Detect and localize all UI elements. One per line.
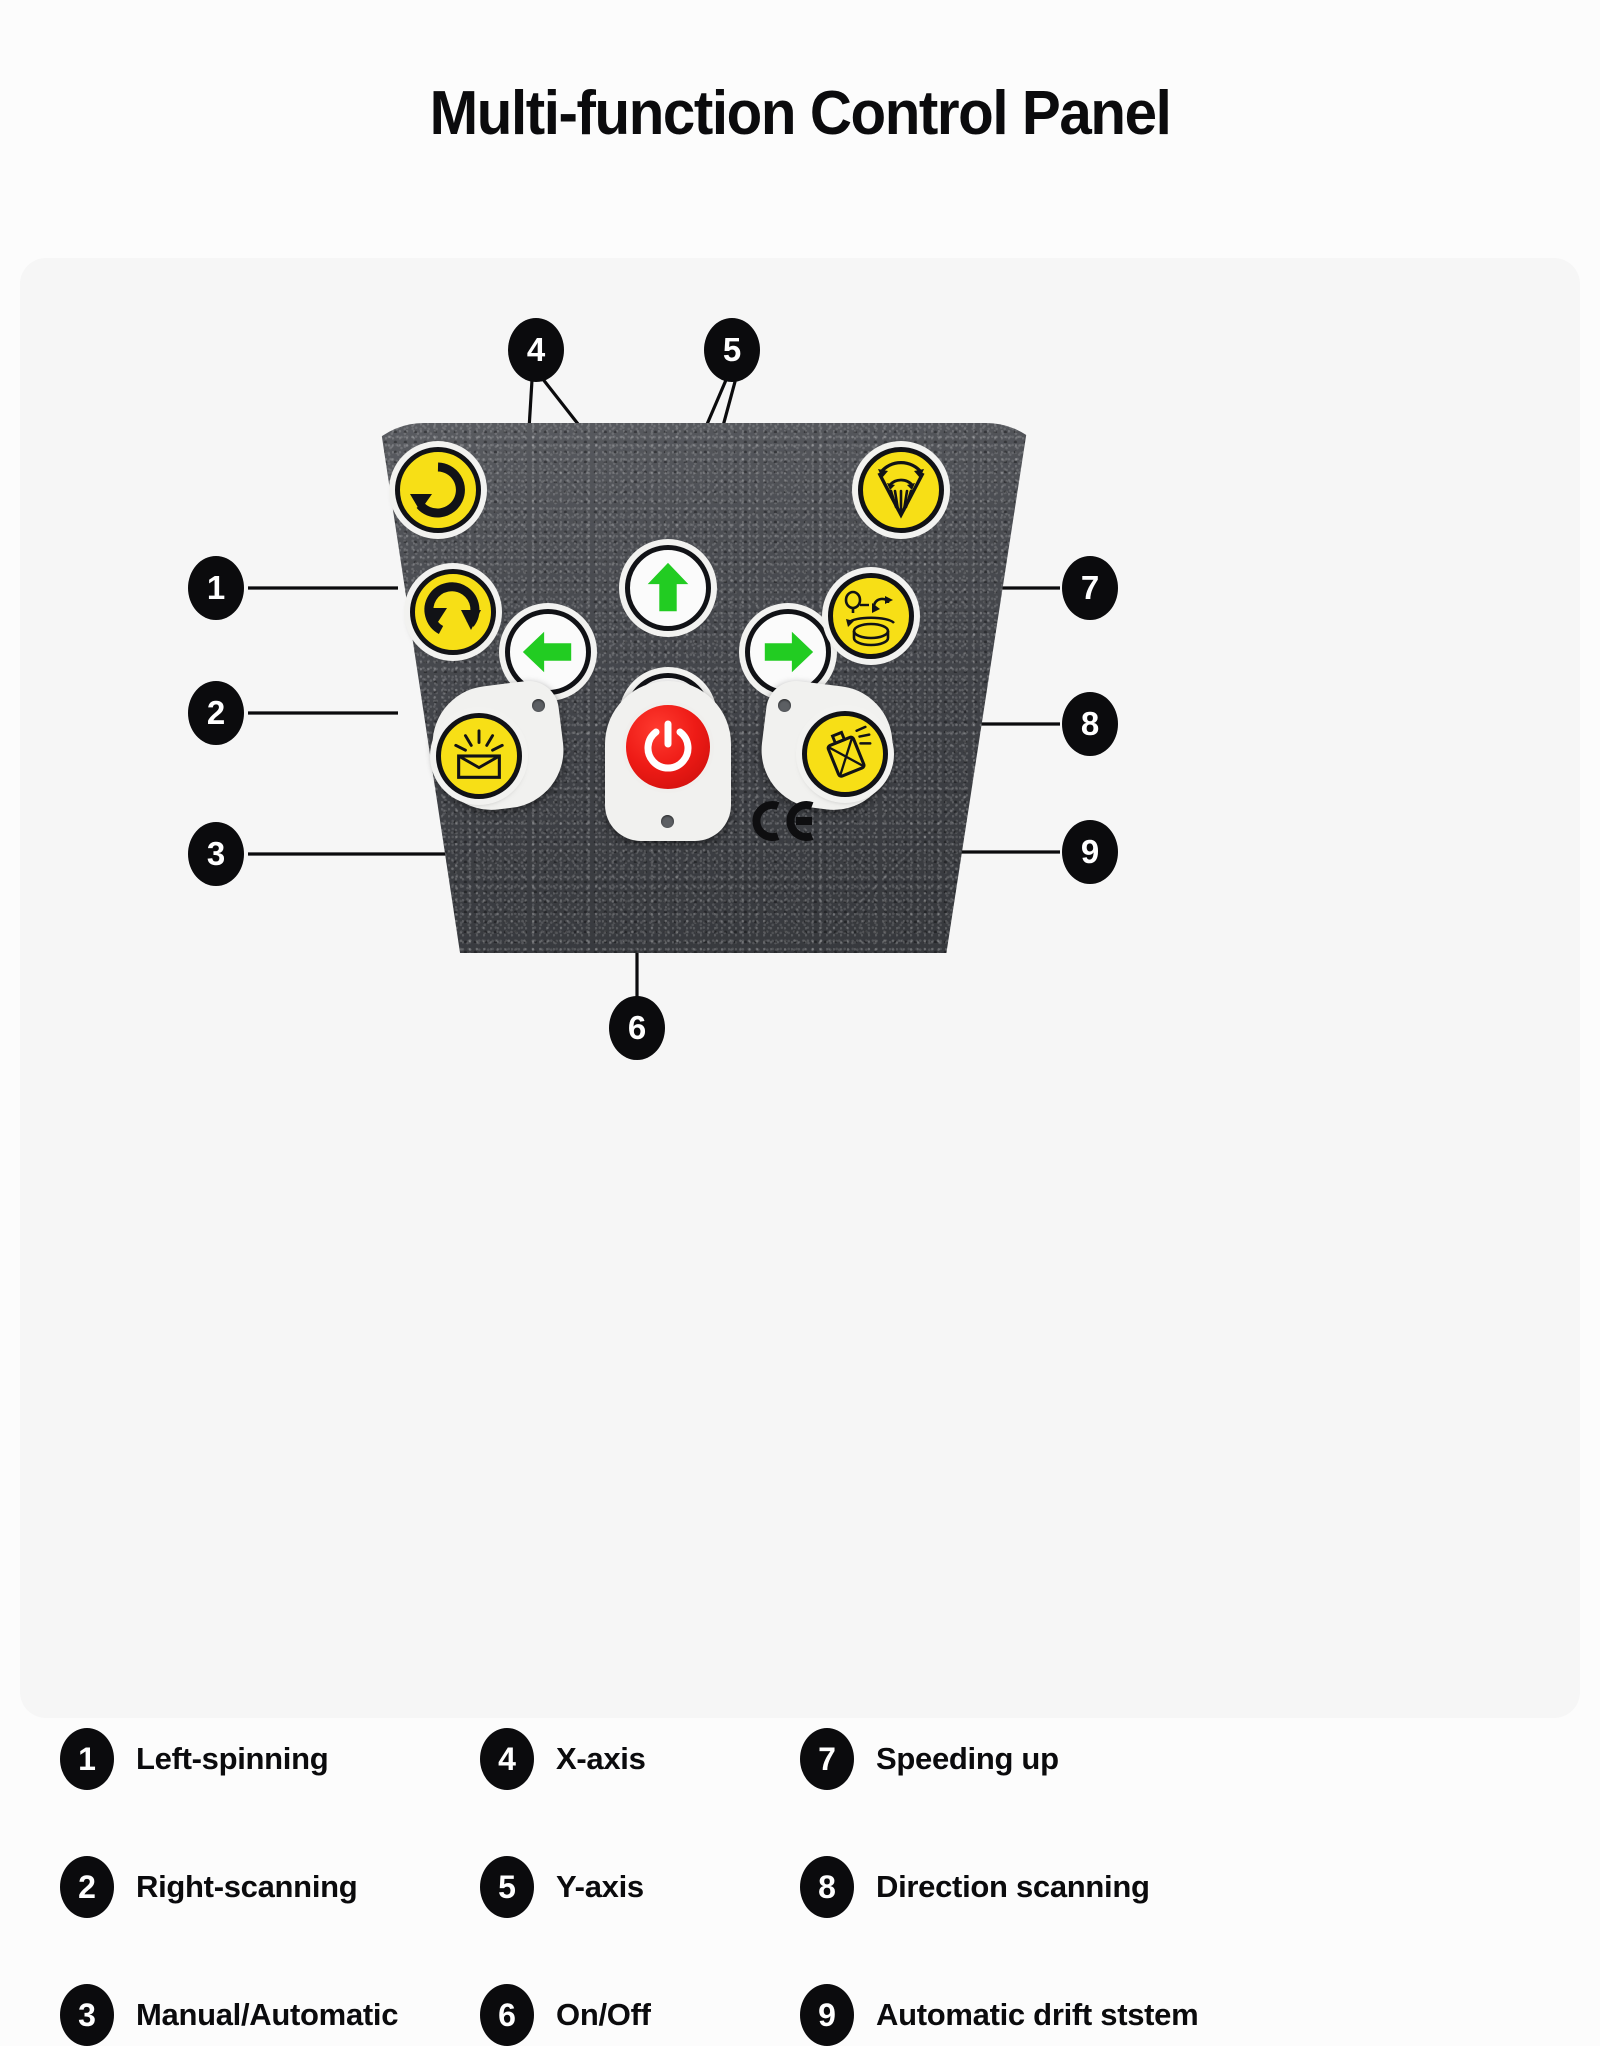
legend-item-9: 9 Automatic drift ststem bbox=[800, 1984, 1199, 2046]
legend-label-9: Automatic drift ststem bbox=[876, 1997, 1199, 2032]
callout-badge-6[interactable]: 6 bbox=[609, 996, 665, 1060]
legend-label-6: On/Off bbox=[556, 1997, 651, 2032]
callout-badge-9[interactable]: 9 bbox=[1062, 820, 1118, 884]
left-spinning-button[interactable] bbox=[395, 447, 481, 533]
x-axis-left-button[interactable] bbox=[505, 609, 591, 695]
legend-badge-1: 1 bbox=[60, 1728, 114, 1790]
manual-automatic-button[interactable] bbox=[436, 713, 522, 799]
direction-scanning-icon bbox=[844, 590, 895, 647]
legend-badge-4: 4 bbox=[480, 1728, 534, 1790]
legend-item-3: 3 Manual/Automatic bbox=[60, 1984, 398, 2046]
legend-label-1: Left-spinning bbox=[136, 1741, 329, 1776]
right-scanning-button[interactable] bbox=[410, 569, 496, 655]
legend-label-7: Speeding up bbox=[876, 1741, 1059, 1776]
callout-badge-3[interactable]: 3 bbox=[188, 822, 244, 886]
legend-label-3: Manual/Automatic bbox=[136, 1997, 399, 2032]
legend-label-4: X-axis bbox=[556, 1741, 646, 1776]
legend-item-4: 4 X-axis bbox=[480, 1728, 646, 1790]
legend-item-2: 2 Right-scanning bbox=[60, 1856, 358, 1918]
arrow-right-icon bbox=[764, 631, 814, 673]
power-led bbox=[661, 815, 674, 828]
speeding-up-button[interactable] bbox=[858, 447, 944, 533]
legend-badge-2: 2 bbox=[60, 1856, 114, 1918]
power-button[interactable] bbox=[622, 701, 714, 793]
legend-badge-7: 7 bbox=[800, 1728, 854, 1790]
callout-badge-4[interactable]: 4 bbox=[508, 318, 564, 382]
legend-label-8: Direction scanning bbox=[876, 1869, 1150, 1904]
legend-item-8: 8 Direction scanning bbox=[800, 1856, 1150, 1918]
rotate-clockwise-icon bbox=[424, 582, 481, 634]
callout-badge-7[interactable]: 7 bbox=[1062, 556, 1118, 620]
direction-scanning-button[interactable] bbox=[828, 573, 914, 659]
legend-item-1: 1 Left-spinning bbox=[60, 1728, 329, 1790]
spray-fan-speed-icon bbox=[877, 461, 925, 519]
arrow-up-icon bbox=[647, 562, 689, 612]
legend-badge-3: 3 bbox=[60, 1984, 114, 2046]
legend-badge-5: 5 bbox=[480, 1856, 534, 1918]
callout-badge-5[interactable]: 5 bbox=[704, 318, 760, 382]
automatic-drift-button[interactable] bbox=[802, 711, 888, 797]
legend-item-5: 5 Y-axis bbox=[480, 1856, 644, 1918]
legend-item-6: 6 On/Off bbox=[480, 1984, 651, 2046]
legend-item-7: 7 Speeding up bbox=[800, 1728, 1059, 1790]
legend-label-5: Y-axis bbox=[556, 1869, 644, 1904]
page-title: Multi-function Control Panel bbox=[429, 79, 1172, 148]
callout-badge-2[interactable]: 2 bbox=[188, 681, 244, 745]
arrow-left-icon bbox=[522, 631, 572, 673]
power-icon bbox=[644, 720, 692, 772]
drift-sprayer-icon bbox=[826, 725, 872, 778]
callout-badge-8[interactable]: 8 bbox=[1062, 692, 1118, 756]
callout-badge-1[interactable]: 1 bbox=[188, 556, 244, 620]
legend-badge-9: 9 bbox=[800, 1984, 854, 2046]
panel-diagram-card: 1 2 3 4 5 6 7 8 9 1 Left-spinning 2 Righ… bbox=[20, 258, 1580, 2046]
rotate-counter-clockwise-icon bbox=[410, 462, 465, 518]
legend-badge-6: 6 bbox=[480, 1984, 534, 2046]
automatic-drift-led bbox=[778, 699, 791, 712]
manual-automatic-led bbox=[532, 699, 545, 712]
legend-badge-8: 8 bbox=[800, 1856, 854, 1918]
manual-automatic-icon bbox=[454, 729, 504, 779]
y-axis-up-button[interactable] bbox=[625, 545, 711, 631]
control-panel-body bbox=[350, 423, 1060, 953]
legend: 1 Left-spinning 2 Right-scanning 3 Manua… bbox=[60, 1728, 1580, 2046]
legend-label-2: Right-scanning bbox=[136, 1869, 358, 1904]
ce-mark bbox=[750, 799, 816, 848]
